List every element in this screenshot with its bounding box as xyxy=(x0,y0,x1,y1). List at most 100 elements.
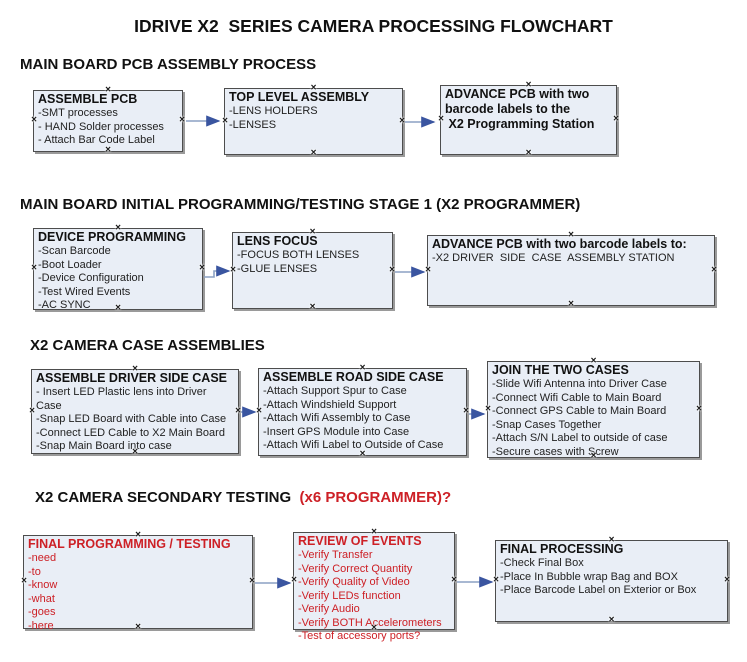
box-item: -Insert GPS Module into Case xyxy=(263,425,410,438)
connection-point-icon: × xyxy=(493,574,499,586)
flow-box-assemble-pcb[interactable]: ASSEMBLE PCB -SMT processes - HAND Solde… xyxy=(31,85,185,155)
connection-point-icon: × xyxy=(310,147,317,159)
flow-box-lens-focus[interactable]: LENS FOCUS -FOCUS BOTH LENSES -GLUE LENS… xyxy=(230,227,395,312)
box-item: -Snap LED Board with Cable into Case xyxy=(36,413,227,425)
connection-point-icon: × xyxy=(31,114,37,126)
connection-point-icon: × xyxy=(399,115,405,126)
section-heading-initial-programming: MAIN BOARD INITIAL PROGRAMMING/TESTING S… xyxy=(20,196,581,213)
box-title: JOIN THE TWO CASES xyxy=(492,363,629,377)
connection-point-icon: × xyxy=(451,574,457,586)
connection-point-icon: × xyxy=(31,262,37,274)
box-title-line: barcode labels to the xyxy=(445,102,571,116)
connection-point-icon: × xyxy=(235,405,241,416)
box-title: ASSEMBLE ROAD SIDE CASE xyxy=(263,370,444,384)
flow-box-device-programming[interactable]: DEVICE PROGRAMMING -Scan Barcode -Boot L… xyxy=(31,223,205,313)
box-item: -Attach Support Spur to Case xyxy=(263,385,407,397)
box-item: -Connect GPS Cable to Main Board xyxy=(492,405,667,417)
box-item: -LENS HOLDERS xyxy=(229,105,318,117)
box-item: -need xyxy=(28,552,57,564)
connection-point-icon: × xyxy=(21,575,27,587)
box-item: -Place Barcode Label on Exterior or Box xyxy=(500,584,697,596)
box-item: -know xyxy=(28,579,58,591)
box-title-line: X2 Programming Station xyxy=(445,117,595,131)
flow-box-advance-pcb-programming-station[interactable]: ADVANCE PCB with two barcode labels to t… xyxy=(438,80,619,158)
box-item: - Insert LED Plastic lens into Driver Ca… xyxy=(36,386,210,412)
box-item: - Attach Bar Code Label xyxy=(38,134,155,146)
box-item: -Snap Cases Together xyxy=(492,418,602,431)
box-item: - HAND Solder processes xyxy=(38,120,164,133)
section-heading-pcb-assembly: MAIN BOARD PCB ASSEMBLY PROCESS xyxy=(20,56,317,73)
box-item: -Boot Loader xyxy=(38,258,102,271)
box-title-line: ADVANCE PCB with two xyxy=(445,87,590,101)
page-title: IDRIVE X2 SERIES CAMERA PROCESSING FLOWC… xyxy=(134,16,613,36)
connection-point-icon: × xyxy=(485,403,491,414)
connection-point-icon: × xyxy=(425,264,431,275)
connection-point-icon: × xyxy=(309,301,316,313)
connection-point-icon: × xyxy=(230,264,236,275)
box-item: -Device Configuration xyxy=(38,272,144,284)
box-item: -to xyxy=(28,565,41,578)
box-item: -X2 DRIVER SIDE CASE ASSEMBLY STATION xyxy=(432,252,675,264)
box-item: -GLUE LENSES xyxy=(237,262,318,275)
connection-point-icon: × xyxy=(199,262,205,274)
box-title: LENS FOCUS xyxy=(237,234,318,248)
box-title: DEVICE PROGRAMMING xyxy=(38,230,186,244)
box-item: -Connect LED Cable to X2 Main Board xyxy=(36,426,225,439)
flow-box-assemble-driver-side-case[interactable]: ASSEMBLE DRIVER SIDE CASE - Insert LED P… xyxy=(29,364,241,457)
flow-box-top-level-assembly[interactable]: TOP LEVEL ASSEMBLY -LENS HOLDERS -LENSES… xyxy=(222,83,405,158)
box-title: FINAL PROCESSING xyxy=(500,542,624,556)
connection-point-icon: × xyxy=(711,264,717,275)
box-title: TOP LEVEL ASSEMBLY xyxy=(229,90,370,104)
section-heading-case-assemblies: X2 CAMERA CASE ASSEMBLIES xyxy=(30,337,265,354)
connection-point-icon: × xyxy=(249,575,255,587)
box-item: -what xyxy=(28,592,55,605)
box-item: -Verify BOTH Accelerometers xyxy=(298,616,442,629)
connection-point-icon: × xyxy=(724,574,730,586)
box-item: -Attach Wifi Assembly to Case xyxy=(263,412,411,424)
box-item: -Snap Main Board into case xyxy=(36,440,172,452)
connection-point-icon: × xyxy=(568,298,574,310)
connection-point-icon: × xyxy=(29,405,35,416)
box-item: -Attach S/N Label to outside of case xyxy=(492,432,668,444)
section-heading-red-part: (x6 PROGRAMMER)? xyxy=(295,489,452,506)
box-item: -Verify Correct Quantity xyxy=(298,562,413,575)
box-item: -Connect Wifi Cable to Main Board xyxy=(492,391,662,404)
flow-box-final-processing[interactable]: FINAL PROCESSING -Check Final Box -Place… xyxy=(493,535,730,625)
box-item: -Verify LEDs function xyxy=(298,589,401,602)
box-item: -Verify Quality of Video xyxy=(298,576,410,588)
connection-point-icon: × xyxy=(291,574,297,586)
flow-box-review-of-events[interactable]: REVIEW OF EVENTS -Verify Transfer -Verif… xyxy=(291,527,457,642)
box-title: ASSEMBLE PCB xyxy=(38,92,138,106)
flow-box-advance-pcb-driver-side[interactable]: ADVANCE PCB with two barcode labels to: … xyxy=(425,230,717,309)
connection-point-icon: × xyxy=(613,113,619,125)
box-title: FINAL PROGRAMMING / TESTING xyxy=(28,537,231,551)
connection-point-icon: × xyxy=(438,113,444,125)
box-title: REVIEW OF EVENTS xyxy=(298,534,422,548)
flow-box-assemble-road-side-case[interactable]: ASSEMBLE ROAD SIDE CASE -Attach Support … xyxy=(256,363,469,459)
connection-point-icon: × xyxy=(608,614,615,626)
box-item: -Slide Wifi Antenna into Driver Case xyxy=(492,378,667,390)
connection-point-icon: × xyxy=(696,403,702,414)
box-item: -FOCUS BOTH LENSES xyxy=(237,249,360,261)
flow-box-final-programming-testing[interactable]: FINAL PROGRAMMING / TESTING -need -to -k… xyxy=(21,530,255,632)
section-heading-black-part: X2 CAMERA SECONDARY TESTING xyxy=(35,489,296,506)
connector-arrow[interactable] xyxy=(204,265,231,278)
box-item: -AC SYNC xyxy=(38,299,91,311)
box-item: -Secure cases with Screw xyxy=(492,445,619,458)
connection-point-icon: × xyxy=(179,114,185,126)
box-item: -Scan Barcode xyxy=(38,245,111,257)
box-title: ADVANCE PCB with two barcode labels to: xyxy=(432,237,687,251)
flow-box-join-the-two-cases[interactable]: JOIN THE TWO CASES -Slide Wifi Antenna i… xyxy=(485,356,702,461)
box-item: -Test Wired Events xyxy=(38,285,131,298)
box-item: -here xyxy=(28,619,54,632)
box-item: -goes xyxy=(28,606,56,618)
section-heading-secondary-testing: X2 CAMERA SECONDARY TESTING (x6 PROGRAMM… xyxy=(35,489,451,506)
connection-point-icon: × xyxy=(463,405,469,417)
box-title: ASSEMBLE DRIVER SIDE CASE xyxy=(36,371,228,385)
connection-point-icon: × xyxy=(222,115,228,126)
connection-point-icon: × xyxy=(525,147,532,159)
box-item: -Attach Wifi Label to Outside of Case xyxy=(263,439,444,451)
box-item: -Verify Transfer xyxy=(298,549,373,561)
box-item: -Place In Bubble wrap Bag and BOX xyxy=(500,570,678,583)
